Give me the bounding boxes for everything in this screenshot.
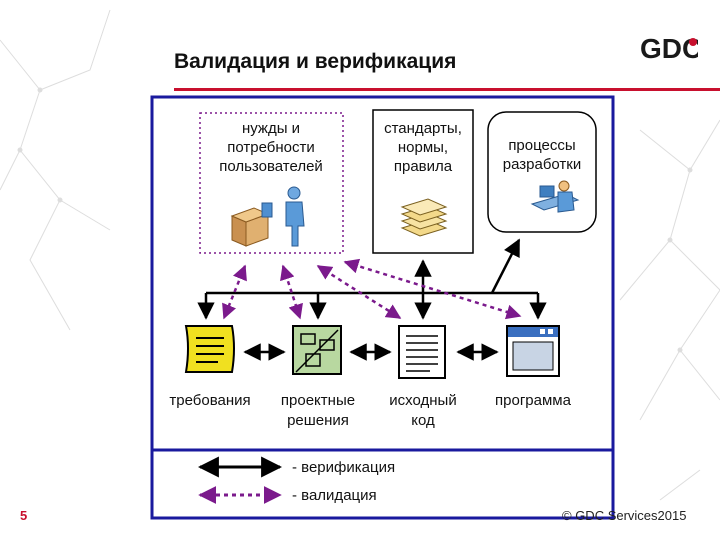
scroll-icon <box>184 325 235 373</box>
requirements-label: требования <box>169 392 250 409</box>
slide-number: 5 <box>20 508 28 523</box>
logo-text: GDC <box>640 33 698 64</box>
user-needs-label-line-2: потребности <box>227 139 315 156</box>
application-window-icon <box>506 325 560 377</box>
legend-frame <box>150 448 615 520</box>
user-needs-box: нужды и потребности пользователей <box>199 112 344 254</box>
dev-processes-label-line-2: разработки <box>503 156 582 173</box>
validation-arrow-requirements <box>222 264 247 320</box>
program-artifact: программа <box>495 325 572 409</box>
design-artifact: проектные решения <box>281 325 355 429</box>
source-code-label-line-2: код <box>411 412 435 429</box>
standards-label-line-2: нормы, <box>398 139 448 156</box>
dev-processes-label-line-1: процессы <box>508 137 575 154</box>
design-label-line-2: решения <box>287 412 349 429</box>
slide-title: Валидация и верификация <box>174 50 457 73</box>
gdc-logo: GDC <box>640 33 698 64</box>
source-code-label-line-1: исходный <box>389 392 456 409</box>
legend-validation-label: - валидация <box>292 487 377 504</box>
standards-label-line-3: правила <box>394 158 453 175</box>
footer-copyright: © GDC Services2015 <box>562 508 687 523</box>
user-needs-label-line-1: нужды и <box>242 120 300 137</box>
user-with-box-icon <box>230 186 305 247</box>
design-label-line-1: проектные <box>281 392 355 409</box>
source-code-artifact: исходный код <box>389 325 457 429</box>
legend-verification-label: - верификация <box>292 459 395 476</box>
legend: - верификация - валидация <box>197 456 395 504</box>
validation-arrow-program <box>343 258 522 320</box>
title-underline <box>174 88 720 91</box>
standards-label-line-1: стандарты, <box>384 120 462 137</box>
user-needs-label-line-3: пользователей <box>219 158 323 175</box>
document-stack-icon <box>400 198 448 237</box>
blueprint-icon <box>292 325 342 375</box>
bus-to-processes-arrow <box>490 238 521 294</box>
requirements-artifact: требования <box>169 325 251 409</box>
dev-processes-box: процессы разработки <box>487 111 597 233</box>
program-label: программа <box>495 392 572 409</box>
standards-box: стандарты, нормы, правила <box>372 109 474 254</box>
validation-arrow-design <box>280 264 303 320</box>
developer-at-desk-icon <box>530 180 580 213</box>
logo-red-dot <box>689 38 697 46</box>
text-document-icon <box>398 325 446 379</box>
